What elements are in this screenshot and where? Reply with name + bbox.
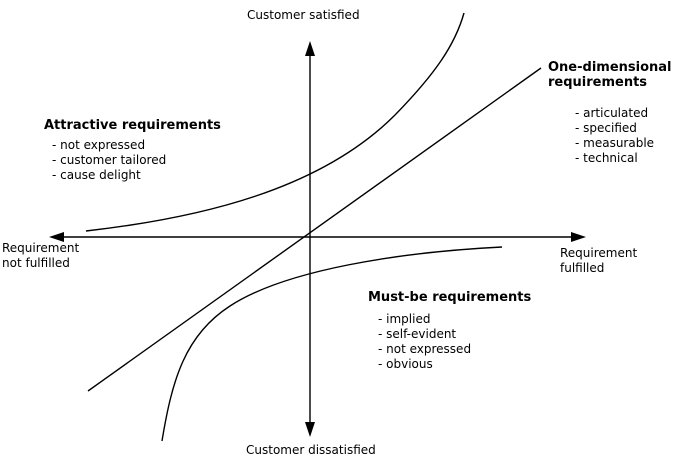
title-line: One-dimensional: [548, 60, 672, 75]
attractive-requirements-list: - not expressed - customer tailored - ca…: [52, 138, 166, 183]
bottom-arrowhead-icon: [305, 422, 315, 437]
axis-label-requirement-not-fulfilled: Requirement not fulfilled: [2, 241, 79, 271]
list-item: - measurable: [575, 136, 655, 150]
list-item: - articulated: [575, 106, 649, 120]
one-dimensional-requirements-title: One-dimensional requirements: [548, 60, 672, 90]
left-arrowhead-icon: [49, 232, 64, 242]
axis-label-requirement-fulfilled: Requirement fulfilled: [560, 246, 637, 276]
list-item: - implied: [378, 312, 431, 326]
attractive-curve: [85, 12, 465, 232]
must-be-curve: [161, 246, 503, 442]
attractive-requirements-title: Attractive requirements: [44, 118, 221, 133]
one-dimensional-requirements-list: - articulated - specified - measurable -…: [575, 106, 654, 166]
list-item: - not expressed: [52, 138, 146, 152]
list-item: - cause delight: [52, 168, 141, 182]
list-item: - specified: [575, 121, 637, 135]
title-line: requirements: [548, 75, 648, 90]
top-arrowhead-icon: [305, 41, 315, 56]
axis-label-customer-dissatisfied: Customer dissatisfied: [246, 443, 376, 457]
axis-label-line: fulfilled: [560, 261, 605, 275]
axis-label-line: Requirement: [2, 241, 80, 255]
one-dimensional-line: [87, 67, 542, 392]
list-item: - technical: [575, 151, 638, 165]
axis-label-customer-satisfied: Customer satisfied: [247, 8, 360, 22]
list-item: - not expressed: [378, 342, 472, 356]
right-arrowhead-icon: [571, 232, 586, 242]
must-be-requirements-title: Must-be requirements: [368, 290, 532, 305]
must-be-requirements-list: - implied - self-evident - not expressed…: [378, 312, 471, 372]
axis-label-line: Requirement: [560, 246, 638, 260]
list-item: - obvious: [378, 357, 433, 371]
list-item: - self-evident: [378, 327, 457, 341]
list-item: - customer tailored: [52, 153, 167, 167]
axis-label-line: not fulfilled: [2, 256, 70, 270]
